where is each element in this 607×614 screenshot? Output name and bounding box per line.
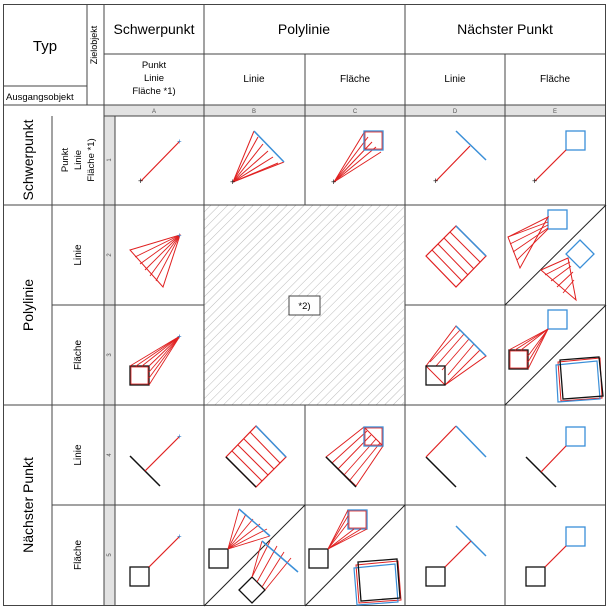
- cell-5b-area-to-polyline: [208, 508, 299, 604]
- row-sub-1-line3: Fläche *1): [86, 138, 97, 181]
- svg-text:+: +: [177, 432, 182, 441]
- cell-diagonals: [203, 204, 607, 607]
- column-ruler: [104, 105, 606, 116]
- svg-text:+: +: [331, 177, 336, 187]
- row-group-nearest-point: Nächster Punkt: [20, 457, 36, 553]
- col-letter-c: C: [353, 109, 358, 115]
- row-sub-4: Linie: [73, 444, 84, 466]
- row-sub-1-line1: Punkt: [60, 147, 71, 172]
- cell-4c-line-to-area: [325, 426, 384, 488]
- row-sub-2: Linie: [73, 244, 84, 266]
- cell-2e-line-to-nearest-area: [507, 209, 595, 302]
- cell-3d-area-to-nearest-line: [425, 325, 487, 386]
- cell-5a-area-to-centroid: +: [129, 532, 182, 587]
- svg-text:+: +: [177, 231, 182, 240]
- row-sub-5: Fläche: [73, 540, 84, 570]
- col-sub-d: Linie: [444, 74, 466, 85]
- svg-text:+: +: [138, 176, 143, 186]
- svg-text:+: +: [177, 532, 182, 541]
- row-number-1: 1: [107, 158, 113, 162]
- col-group-polyline: Polylinie: [278, 21, 330, 37]
- cell-3e-area-to-nearest-area: [508, 309, 604, 403]
- svg-text:+: +: [177, 332, 182, 341]
- cell-1d-point-to-nearest-line: +: [433, 130, 487, 186]
- svg-text:+: +: [230, 177, 235, 187]
- row-group-centroid: Schwerpunkt: [20, 119, 36, 200]
- row-number-5: 5: [107, 553, 113, 557]
- cell-3a-area-to-centroid: +: [129, 332, 182, 386]
- svg-text:+: +: [433, 176, 438, 186]
- note-box: [288, 295, 321, 316]
- cell-5e-area-to-nearest-area: [525, 526, 586, 587]
- col-group-nearest-point: Nächster Punkt: [457, 21, 553, 37]
- col-sub-a-line1: Punkt: [142, 60, 167, 71]
- row-number-2: 2: [107, 253, 113, 257]
- row-number-3: 3: [107, 353, 113, 357]
- source-object-header: Ausgangsobjekt: [6, 92, 74, 103]
- col-letter-b: B: [252, 109, 256, 115]
- cell-2d-line-to-nearest-line: [425, 225, 487, 288]
- col-sub-c: Fläche: [340, 74, 370, 85]
- cell-4a-line-to-centroid: +: [129, 432, 182, 487]
- cell-5c-area-to-area: [308, 509, 402, 606]
- cell-5d-area-to-nearest-line: [425, 525, 487, 587]
- cell-1e-point-to-nearest-area: +: [532, 130, 586, 186]
- col-sub-a-line2: Linie: [144, 73, 164, 84]
- row-group-polyline: Polylinie: [20, 279, 36, 331]
- row-sub-3: Fläche: [73, 340, 84, 370]
- col-sub-b: Linie: [243, 74, 265, 85]
- col-sub-e: Fläche: [540, 74, 570, 85]
- col-sub-a-line3: Fläche *1): [132, 86, 175, 97]
- cell-4b-line-to-polyline: [225, 425, 287, 488]
- cell-1b-point-to-polyline: +: [230, 130, 285, 187]
- cell-1c-point-to-area: +: [331, 130, 384, 187]
- row-sub-1-line2: Linie: [73, 150, 84, 170]
- col-group-centroid: Schwerpunkt: [114, 21, 195, 37]
- svg-text:+: +: [177, 137, 182, 146]
- row-number-4: 4: [107, 453, 113, 457]
- col-letter-e: E: [553, 109, 557, 115]
- cell-4d-line-to-nearest-line: [425, 425, 487, 488]
- row-ruler: [104, 116, 115, 606]
- cell-2a-line-to-centroid: +: [129, 231, 182, 288]
- note-label: *2): [298, 301, 310, 312]
- svg-text:+: +: [532, 176, 537, 186]
- cell-4e-line-to-nearest-area: [525, 426, 586, 488]
- cell-1a-point-to-centroid: + +: [138, 137, 182, 186]
- col-letter-d: D: [453, 109, 458, 115]
- col-letter-a: A: [152, 109, 156, 115]
- type-header: Typ: [33, 38, 57, 55]
- target-object-header: Zielobjekt: [89, 25, 99, 64]
